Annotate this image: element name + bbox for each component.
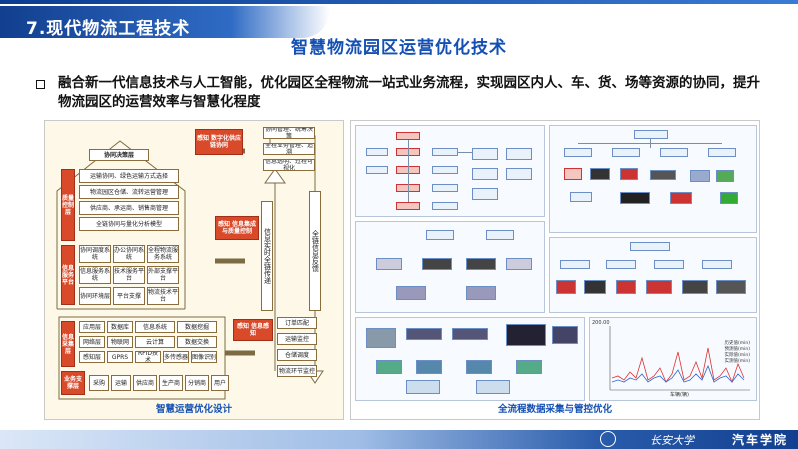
perception-cell-1-2: 数据库 <box>107 321 133 333</box>
top-right-item-1: 协同管理、统筹决策 <box>263 127 315 139</box>
service-cell-2-2: 技术服务平台 <box>113 266 145 284</box>
iot-network-diagram <box>355 317 585 401</box>
chart-legend-3: 实际值(min) <box>724 353 751 358</box>
business-supplier: 供应商 <box>133 375 157 391</box>
service-cell-2-1: 信息服务系统 <box>79 266 111 284</box>
vertical-label-transfer: 信息实时全链传递 <box>261 201 273 311</box>
chart-x-label: 车辆(辆) <box>670 392 689 398</box>
perception-cell-2-3: 云计算 <box>135 336 175 348</box>
process-flowchart <box>355 125 545 217</box>
service-cell-2-3: 外部支撑平台 <box>147 266 179 284</box>
service-cell-1-3: 全程物流服务系统 <box>147 245 179 263</box>
chart-legend-1: 历史值(min) <box>724 341 751 346</box>
business-purchase: 采购 <box>89 375 109 391</box>
perception-cell-1-1: 应用层 <box>79 321 105 333</box>
service-cell-1-1: 协同调度系统 <box>79 245 111 263</box>
info-collection-side-label: 信息采集层 <box>61 321 75 367</box>
perception-cell-1-3: 信息系统 <box>135 321 175 333</box>
vertical-label-feedback: 全链信息反馈 <box>309 191 321 311</box>
business-distributor: 分销商 <box>185 375 209 391</box>
school-name: 汽车学院 <box>731 433 788 447</box>
business-user: 用户 <box>211 375 229 391</box>
perception-cell-3-2: GPRS <box>107 351 133 363</box>
left-caption: 智慧运营优化设计 <box>155 404 232 415</box>
service-cell-3-2: 平台支撑 <box>113 287 145 305</box>
perception-cell-2-1: 网络层 <box>79 336 105 348</box>
bottom-right-item-1: 订单匹配 <box>277 317 317 329</box>
decision-row-3: 供应商、承运商、销售商管理 <box>79 201 179 215</box>
bottom-perception-label: 感知 信息感知 <box>233 319 273 341</box>
service-cell-3-3: 物流技术平台 <box>147 287 179 305</box>
top-right-item-2: 全程业务管理、追溯 <box>263 143 315 155</box>
section-header: 7.现代物流工程技术 <box>0 6 330 39</box>
perception-cell-3-1: 感知层 <box>79 351 105 363</box>
slide-title: 智慧物流园区运营优化技术 <box>291 38 507 58</box>
top-stripe <box>0 0 798 4</box>
mid-perception-label: 感知 信息集成与质量控制 <box>215 216 259 240</box>
info-service-side-label: 信息服务平台 <box>61 245 75 305</box>
bottom-right-item-3: 仓储调度 <box>277 349 317 361</box>
top-perception-label: 感知 数字化供应链协同 <box>195 129 243 155</box>
top-right-item-3: 信息透明、过程可视化 <box>263 159 315 171</box>
park-equipment-diagram <box>549 237 757 313</box>
decision-row-2: 物流园区仓储、流转运营管理 <box>79 185 179 199</box>
decision-row-4: 全链协同与量化分析模型 <box>79 217 179 231</box>
bullet-text: 融合新一代信息技术与人工智能，优化园区全程物流一站式业务流程，实现园区内人、车、… <box>58 75 760 110</box>
perception-cell-2-4: 数据交换 <box>177 336 217 348</box>
chart-lines <box>609 326 750 391</box>
prediction-line-chart: 200.00 历史值(min) 预测值(min) 实际值(min) 实测值(mi… <box>589 317 757 401</box>
perception-cell-3-3: RFID技术 <box>135 351 161 363</box>
university-logo: 长安大学 <box>650 434 694 447</box>
operations-design-diagram: 感知 数字化供应链协同 协同管理、统筹决策 全程业务管理、追溯 信息透明、过程可… <box>44 120 344 420</box>
perception-cell-3-4: 多传感器 <box>163 351 189 363</box>
right-caption: 全流程数据采集与管控优化 <box>497 404 612 415</box>
quality-control-side-label: 质量控制层 <box>61 169 75 241</box>
chart-legend-4: 实测值(min) <box>724 359 751 364</box>
service-cell-1-2: 办公协同系统 <box>113 245 145 263</box>
perception-cell-2-2: 物联网 <box>107 336 133 348</box>
business-transport: 运输 <box>111 375 131 391</box>
service-cell-3-1: 协同环境层 <box>79 287 111 305</box>
chart-legend-2: 预测值(min) <box>724 347 751 352</box>
footer-bar: 长安大学 汽车学院 <box>0 430 798 449</box>
data-collection-panel: 200.00 历史值(min) 预测值(min) 实际值(min) 实测值(mi… <box>350 120 760 420</box>
perception-cell-3-5: 图像识别 <box>191 351 217 363</box>
section-title: 7.现代物流工程技术 <box>26 19 191 39</box>
resource-tree-diagram <box>549 125 757 233</box>
decision-row-1: 运输协同、绿色运输方式选择 <box>79 169 179 183</box>
business-support-label: 业务支撑层 <box>61 371 85 395</box>
vehicle-flow-diagram <box>355 221 545 313</box>
business-producer: 生产商 <box>159 375 183 391</box>
bottom-right-item-4: 物流环节监控 <box>277 365 317 377</box>
chart-y-top-label: 200.00 <box>592 320 610 326</box>
decision-layer-title: 协同决策层 <box>89 149 149 161</box>
bottom-right-item-2: 运输监控 <box>277 333 317 345</box>
university-seal-icon <box>600 431 616 447</box>
perception-cell-1-4: 数据挖掘 <box>177 321 217 333</box>
bullet-marker <box>36 80 45 89</box>
